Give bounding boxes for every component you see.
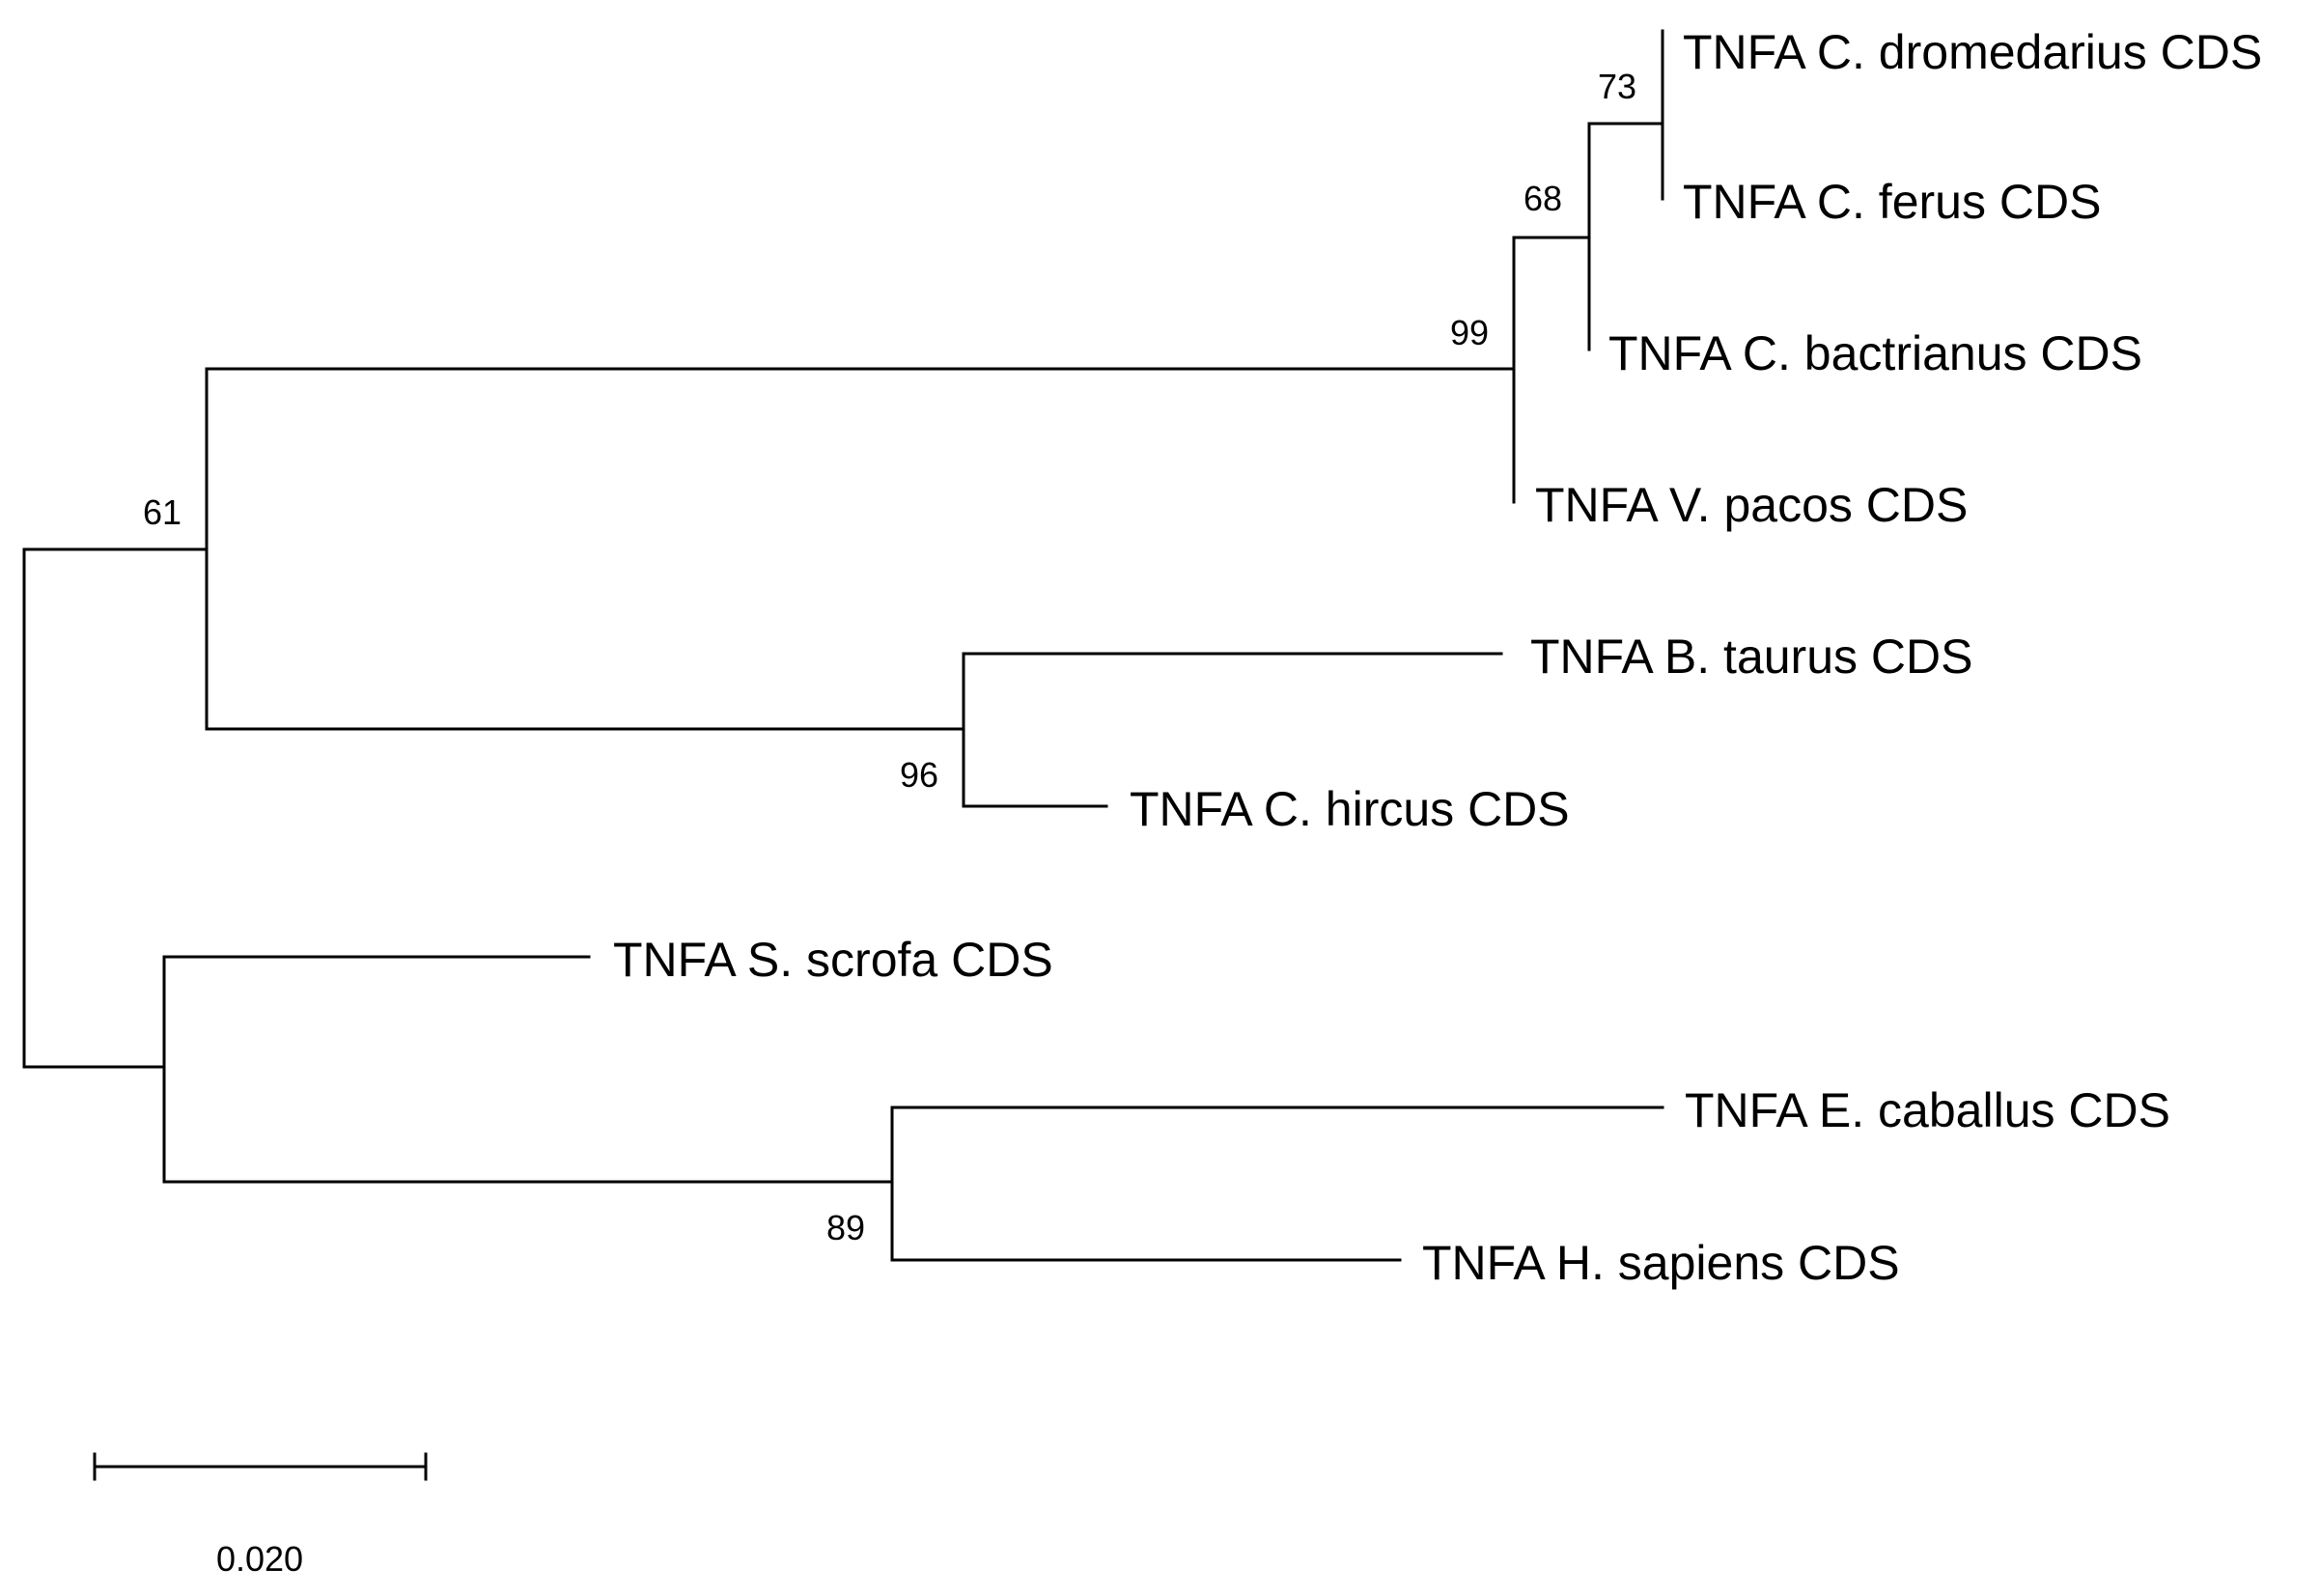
taxon-label-c-ferus: TNFA C. ferus CDS [1683,175,2101,229]
taxon-label-b-taurus: TNFA B. taurus CDS [1530,630,1972,684]
taxon-label-e-caballus: TNFA E. caballus CDS [1685,1083,2170,1137]
support-value-89: 89 [826,1208,865,1247]
scale-bar: 0.020 [93,1452,428,1579]
scale-bar-label: 0.020 [216,1539,303,1579]
support-value-73: 73 [1598,67,1636,106]
taxon-labels: TNFA C. dromedarius CDS TNFA C. ferus CD… [613,25,2262,1290]
taxon-label-h-sapiens: TNFA H. sapiens CDS [1422,1236,1900,1290]
taxon-label-s-scrofa: TNFA S. scrofa CDS [613,933,1053,987]
tree-branches [22,29,1664,1262]
taxon-label-c-hircus: TNFA C. hircus CDS [1130,782,1570,836]
taxon-label-c-dromedarius: TNFA C. dromedarius CDS [1683,25,2262,79]
support-value-96: 96 [900,755,938,795]
taxon-label-v-pacos: TNFA V. pacos CDS [1535,478,1968,532]
support-value-68: 68 [1523,179,1562,218]
support-value-61: 61 [143,492,182,532]
support-value-99: 99 [1450,313,1489,352]
taxon-label-c-bactrianus: TNFA C. bactrianus CDS [1608,326,2142,380]
support-values: 73 68 99 61 96 89 [143,67,1636,1247]
